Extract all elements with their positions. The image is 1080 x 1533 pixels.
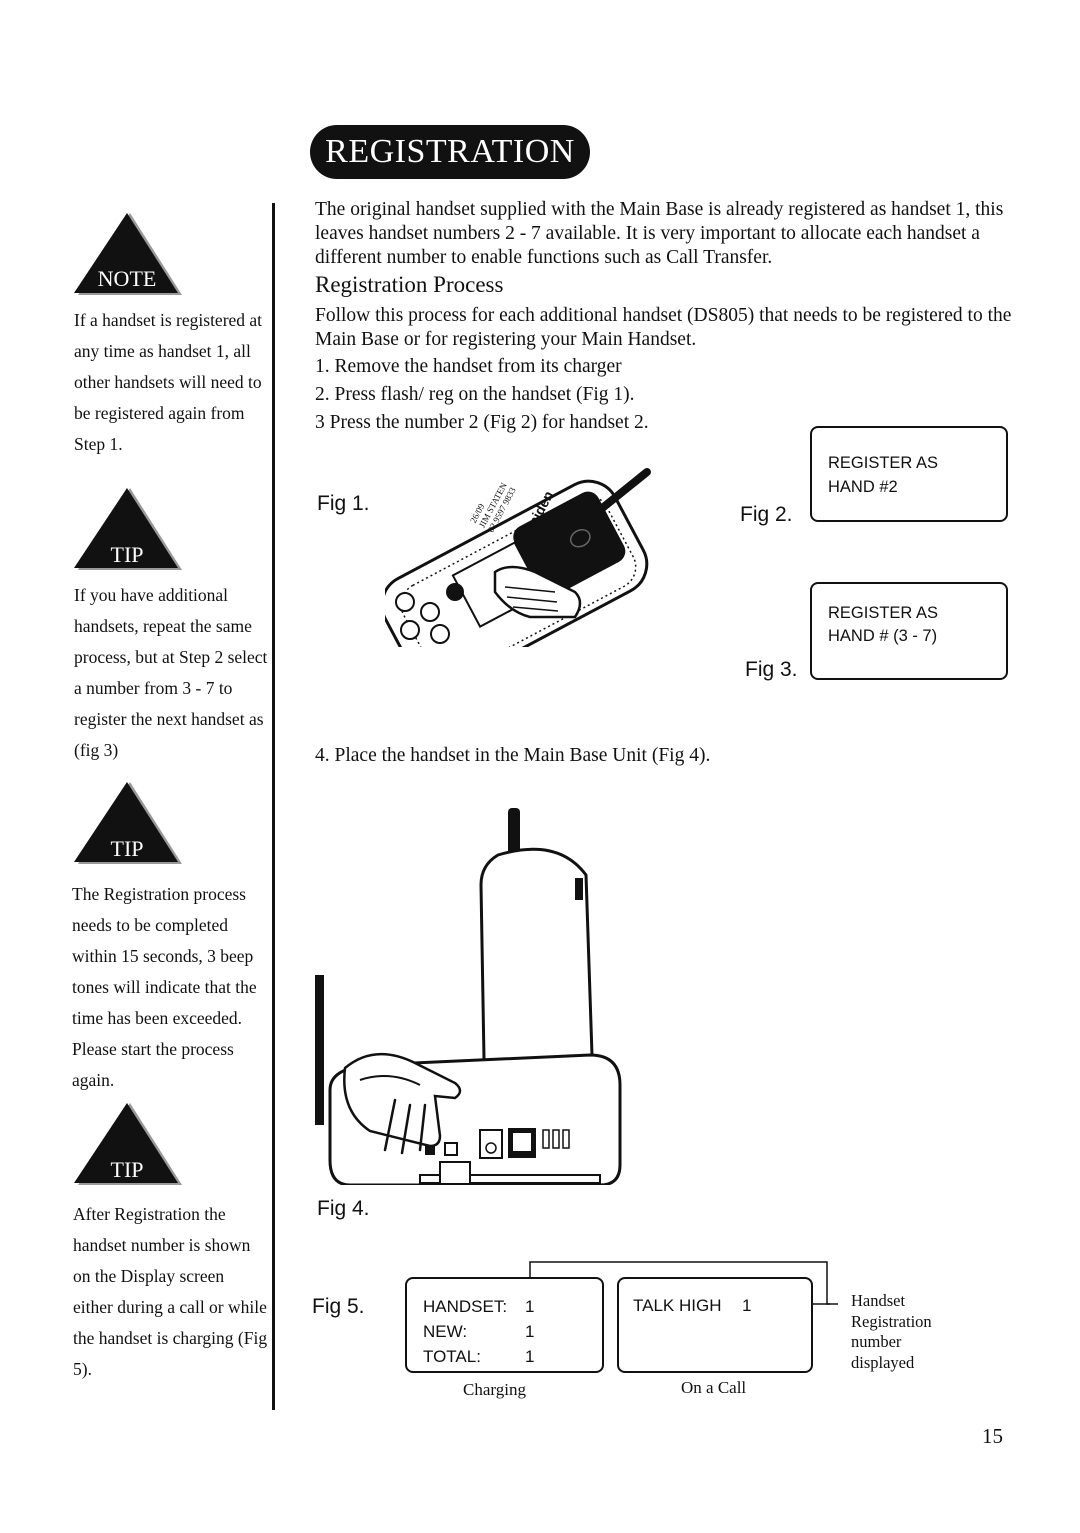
fig3-line-2: HAND # (3 - 7) <box>828 627 938 645</box>
tip-text-3: After Registration the handset number is… <box>73 1204 268 1379</box>
callout-text: Handset Registration number displayed <box>851 1291 932 1373</box>
tip-triangle-icon <box>74 488 182 570</box>
tip-triangle-icon <box>74 782 182 864</box>
tip-badge-1: TIP <box>72 488 182 578</box>
on-call-display: TALK HIGH 1 <box>617 1277 813 1373</box>
note-label: NOTE <box>97 266 157 291</box>
fig3-label: Fig 3. <box>745 658 798 681</box>
page-number: 15 <box>982 1424 1003 1448</box>
fig1-label: Fig 1. <box>317 492 370 515</box>
callout-line: displayed <box>851 1352 915 1372</box>
note-triangle-icon <box>74 213 182 295</box>
note-badge: NOTE <box>72 213 182 303</box>
handset-number: 1 <box>742 1296 752 1315</box>
charging-row-value: 1 <box>525 1297 535 1316</box>
talk-high-text: TALK HIGH <box>633 1296 722 1315</box>
page-title: REGISTRATION <box>310 125 590 179</box>
charging-row-name: NEW: <box>423 1322 468 1341</box>
step-1: 1. Remove the handset from its charger <box>315 356 622 377</box>
callout-line: Handset <box>851 1291 906 1310</box>
section-heading: Registration Process <box>315 272 504 297</box>
intro-paragraph: The original handset supplied with the M… <box>315 199 1004 268</box>
fig5-label: Fig 5. <box>312 1295 365 1318</box>
fig3-display: REGISTER AS HAND # (3 - 7) <box>810 582 1008 680</box>
tip-label: TIP <box>110 1157 144 1182</box>
note-text: If a handset is registered at any time a… <box>74 310 263 454</box>
tip-label: TIP <box>110 836 144 861</box>
charging-row-name: TOTAL: <box>423 1347 481 1366</box>
base-unit-illustration <box>315 808 622 1185</box>
tip-badge-3: TIP <box>72 1103 182 1193</box>
tip-text-1: If you have additional handsets, repeat … <box>74 585 268 760</box>
charging-row-value: 1 <box>525 1322 535 1341</box>
fig3-line-1: REGISTER AS <box>828 604 939 622</box>
tip-label: TIP <box>110 542 144 567</box>
tip-badge-2: TIP <box>72 782 182 872</box>
on-call-caption: On a Call <box>681 1378 747 1397</box>
fig4-label: Fig 4. <box>317 1197 370 1220</box>
tip-triangle-icon <box>74 1103 182 1185</box>
fig2-display: REGISTER AS HAND #2 <box>810 426 1008 522</box>
step-3: 3 Press the number 2 (Fig 2) for handset… <box>315 412 649 433</box>
callout-line: Registration <box>851 1311 932 1331</box>
fig2-label: Fig 2. <box>740 503 793 526</box>
section-intro: Follow this process for each additional … <box>315 305 1012 350</box>
charging-display: HANDSET: 1 NEW: 1 TOTAL: 1 <box>405 1277 604 1373</box>
handset-press-illustration <box>385 468 651 647</box>
step-4: 4. Place the handset in the Main Base Un… <box>315 745 711 766</box>
step-2: 2. Press flash/ reg on the handset (Fig … <box>315 384 635 405</box>
charging-row-name: HANDSET: <box>423 1297 508 1316</box>
charging-row-value: 1 <box>525 1347 535 1366</box>
tip-text-2: The Registration process needs to be com… <box>72 884 257 1090</box>
callout-line: number <box>851 1332 902 1351</box>
fig2-line-1: REGISTER AS <box>828 454 939 472</box>
fig2-line-2: HAND #2 <box>828 478 898 496</box>
charging-caption: Charging <box>463 1380 526 1399</box>
column-divider <box>272 203 275 1410</box>
